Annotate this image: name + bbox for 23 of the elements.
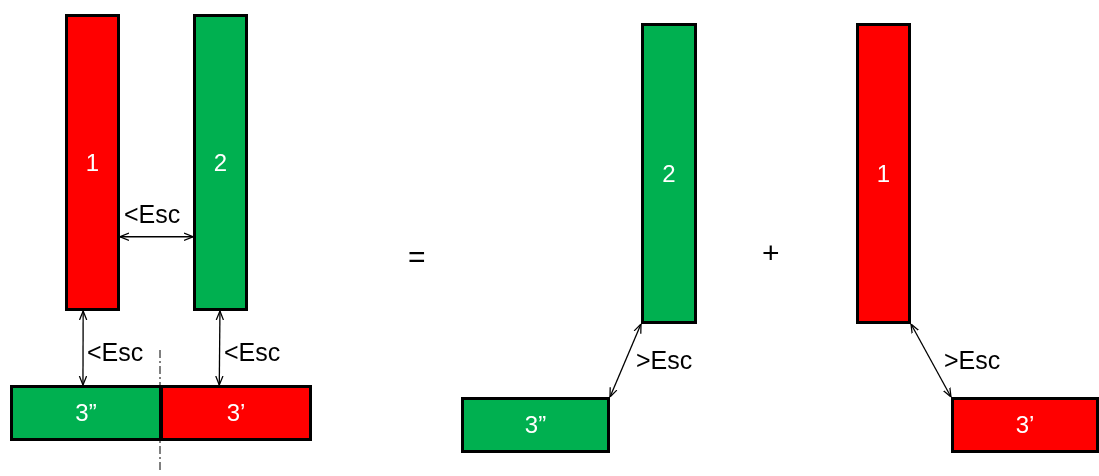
bar-number: 3”	[75, 399, 97, 427]
double-arrow	[78, 310, 88, 386]
bar-number: 1	[85, 148, 100, 177]
bar-number: 3’	[226, 399, 246, 427]
horizontal-bar	[10, 385, 162, 441]
double-arrow	[119, 232, 194, 241]
horizontal-bar	[951, 397, 1099, 453]
bar-number: 3”	[524, 411, 547, 439]
vertical-bar	[65, 14, 120, 311]
bar-number: 3’	[1015, 411, 1035, 439]
vertical-bar	[193, 14, 248, 311]
bar-number: 2	[662, 159, 676, 188]
bar-number: 1	[876, 159, 891, 188]
equals-sign: =	[408, 240, 426, 274]
double-arrow	[215, 310, 225, 386]
double-arrow	[609, 323, 642, 398]
horizontal-bar	[160, 385, 312, 441]
vertical-bar	[856, 23, 911, 324]
vertical-bar	[641, 23, 697, 324]
bar-number: 2	[213, 148, 228, 177]
horizontal-bar	[461, 397, 610, 453]
double-arrow	[910, 323, 952, 398]
plus-sign: +	[762, 236, 780, 270]
